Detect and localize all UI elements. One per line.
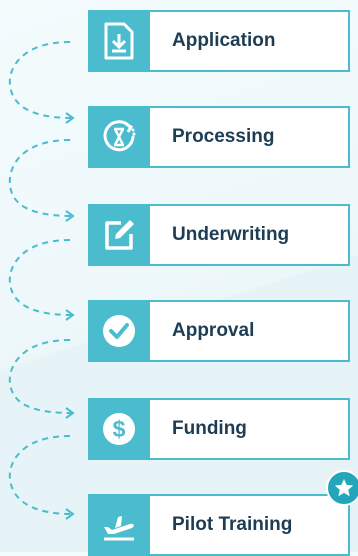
- arrowhead-5: [65, 508, 75, 520]
- arrowhead-1: [65, 112, 75, 124]
- hourglass-refresh-icon: [103, 120, 136, 152]
- step-label: Funding: [172, 418, 247, 439]
- step-approval: Approval: [88, 300, 350, 362]
- step-processing: Processing: [88, 106, 350, 168]
- dollar-circle-icon: $: [103, 413, 135, 445]
- step-underwriting: Underwriting: [88, 204, 350, 266]
- check-circle-icon: [103, 315, 135, 347]
- star-badge: [326, 470, 358, 506]
- edit-document-icon: [105, 220, 134, 250]
- download-file-icon: [104, 22, 134, 60]
- step-label: Underwriting: [172, 224, 290, 245]
- airplane-takeoff-icon: [104, 516, 134, 541]
- connector-4: [8, 339, 73, 414]
- step-funding: $ Funding: [88, 398, 350, 460]
- step-application: Application: [88, 10, 350, 72]
- connector-5: [8, 435, 73, 515]
- step-label: Application: [172, 30, 276, 51]
- connector-3: [8, 239, 73, 316]
- arrowhead-3: [65, 309, 75, 321]
- connector-2: [8, 139, 73, 217]
- step-label: Approval: [172, 320, 255, 341]
- svg-text:$: $: [113, 416, 126, 442]
- step-label: Pilot Training: [172, 514, 293, 535]
- arrowhead-4: [65, 407, 75, 419]
- arrowhead-2: [65, 210, 75, 222]
- connector-1: [8, 41, 73, 119]
- step-label: Processing: [172, 126, 275, 147]
- step-pilot-training: Pilot Training: [88, 494, 350, 556]
- star-icon: [334, 478, 354, 497]
